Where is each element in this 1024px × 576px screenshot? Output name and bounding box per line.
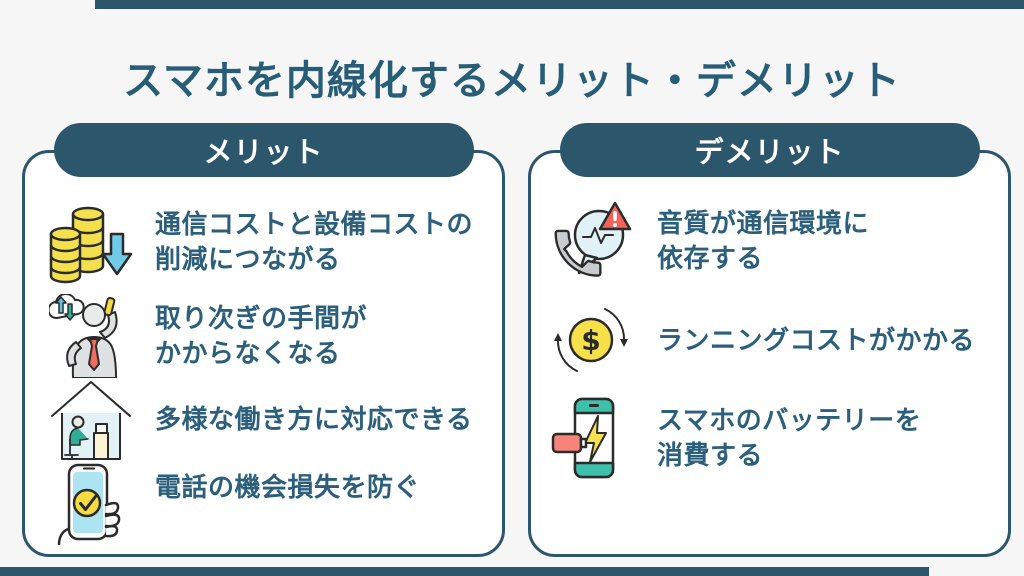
coins-cost-down-icon: [49, 200, 133, 284]
merits-header-label: メリット: [203, 137, 324, 169]
item-text-line: 依存する: [657, 243, 764, 273]
list-item: 音質が通信環境に 依存する: [531, 199, 1008, 283]
list-item: スマホのバッテリーを 消費する: [531, 396, 1008, 480]
work-from-home-icon: [49, 377, 133, 461]
item-text-line: ランニングコストがかかる: [657, 324, 976, 355]
item-text-line: 取り次ぎの手間が: [155, 303, 368, 333]
list-item: 取り次ぎの手間が かからなくなる: [25, 294, 502, 378]
top-accent-bar: [95, 0, 1024, 9]
item-text-line: 多様な働き方に対応できる: [155, 403, 473, 434]
item-text: 通信コストと設備コストの 削減につながる: [155, 207, 473, 277]
item-text-line: 削減につながる: [155, 244, 341, 274]
item-text: スマホのバッテリーを 消費する: [657, 403, 921, 473]
item-text: 取り次ぎの手間が かからなくなる: [155, 301, 367, 371]
demerits-panel: デメリット: [528, 123, 1011, 557]
call-transfer-person-icon: [49, 294, 133, 378]
item-text: 多様な働き方に対応できる: [155, 402, 472, 437]
item-text-line: 電話の機会損失を防ぐ: [155, 471, 421, 502]
bottom-accent-bar: [0, 567, 929, 576]
item-text-line: 音質が通信環境に: [657, 208, 870, 238]
svg-text:$: $: [581, 324, 600, 357]
call-quality-warning-icon: [549, 199, 633, 283]
list-item: 通信コストと設備コストの 削減につながる: [25, 200, 502, 284]
item-text-line: 通信コストと設備コストの: [155, 209, 474, 239]
list-item: $ ランニングコストがかかる: [531, 298, 1008, 382]
demerits-header: デメリット: [559, 123, 980, 177]
list-item: 電話の機会損失を防ぐ: [25, 453, 502, 545]
list-item: 多様な働き方に対応できる: [25, 377, 502, 461]
phone-opportunity-check-icon: [49, 461, 133, 545]
merits-header: メリット: [53, 123, 474, 177]
item-text-line: スマホのバッテリーを: [657, 405, 922, 435]
running-cost-icon: $: [549, 298, 633, 382]
page-title: スマホを内線化するメリット・デメリット: [123, 59, 901, 103]
demerits-header-label: デメリット: [694, 137, 845, 169]
battery-drain-icon: [549, 396, 633, 480]
item-text: 音質が通信環境に 依存する: [657, 206, 869, 276]
merits-panel: メリット: [22, 123, 505, 557]
item-text-line: 消費する: [657, 440, 764, 470]
item-text-line: かからなくなる: [155, 338, 341, 368]
item-text: ランニングコストがかかる: [657, 323, 975, 358]
item-text: 電話の機会損失を防ぐ: [155, 470, 420, 505]
